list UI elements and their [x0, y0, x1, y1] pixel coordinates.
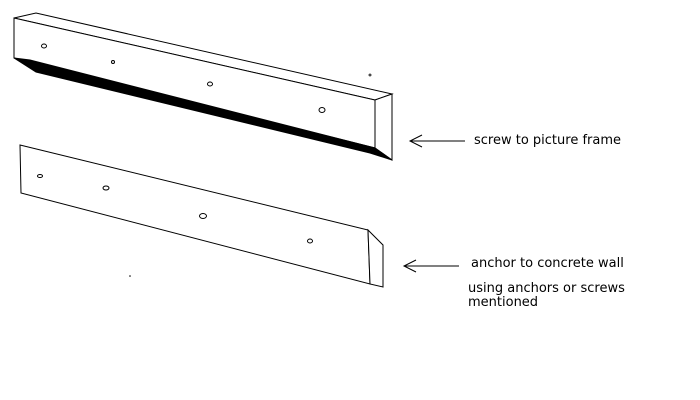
bottom-cleat-end-face [367, 228, 384, 288]
stray-dot [129, 275, 131, 277]
screw-hole [41, 43, 47, 49]
screw-hole [102, 185, 110, 191]
arrow-bottom [402, 259, 459, 273]
label-screw-to-picture-frame: screw to picture frame [474, 133, 622, 148]
top-cleat-bevel-shadow [13, 57, 393, 161]
label-using-anchors-or-screws: using anchors or screws [468, 281, 625, 296]
screw-hole [37, 174, 43, 178]
bottom-cleat [19, 144, 384, 288]
stray-dot [368, 73, 372, 77]
bottom-cleat-front-face [19, 144, 371, 285]
screw-hole [199, 213, 207, 219]
screw-hole [307, 238, 313, 244]
label-mentioned: mentioned [468, 295, 539, 310]
screw-hole [207, 81, 213, 87]
top-cleat [13, 12, 394, 161]
screw-hole [318, 107, 326, 113]
screw-hole [111, 60, 115, 64]
arrow-top [408, 134, 465, 148]
label-anchor-to-concrete-wall: anchor to concrete wall [471, 256, 624, 271]
